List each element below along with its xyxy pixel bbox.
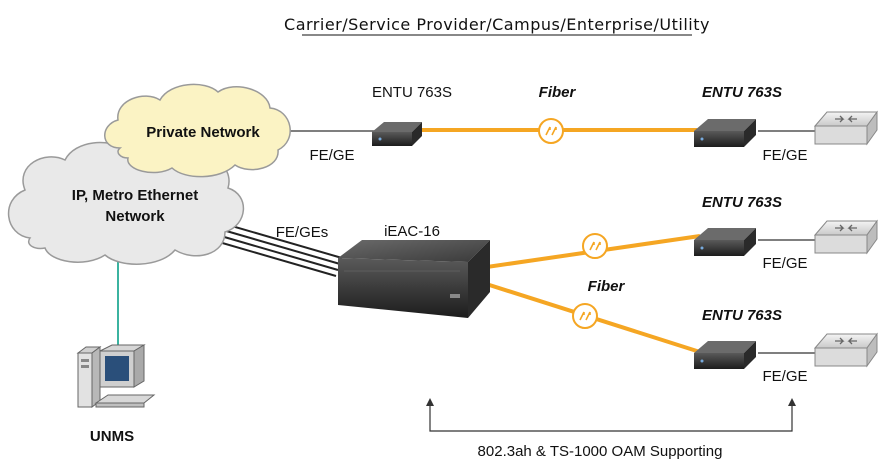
ieac-16-label: iEAC-16 [384,223,440,240]
fe-ge-bottom-right-label: FE/GE [762,368,807,385]
switch-icon [813,110,878,146]
entu-mid-right-label: ENTU 763S [702,194,782,211]
entu-top-left-label: ENTU 763S [372,84,452,101]
fe-ge-top-right-label: FE/GE [762,147,807,164]
fiber-top-label: Fiber [539,84,577,101]
fiber-optic-icon [572,303,598,329]
media-converter-icon [694,341,756,369]
fe-ge-top-left-label: FE/GE [309,147,354,164]
workstation-icon [76,344,156,408]
entu-bottom-right-label: ENTU 763S [702,307,782,324]
entu-top-right-label: ENTU 763S [702,84,782,101]
private-network-cloud-icon [104,83,291,178]
arrow-up-icon [788,398,796,406]
oam-support-label: 802.3ah & TS-1000 OAM Supporting [478,443,723,460]
switch-icon [813,219,878,255]
media-converter-icon [372,122,422,146]
diagram-title: Carrier/Service Provider/Campus/Enterpri… [284,15,710,34]
media-converter-icon [694,119,756,147]
arrow-up-icon [426,398,434,406]
fiber-optic-icon [538,118,564,144]
oam-bracket [429,404,793,432]
fiber-mid-label: Fiber [588,278,626,295]
fiber-optic-icon [582,233,608,259]
switch-icon [813,332,878,368]
fe-ges-bundle [211,221,343,277]
private-network-label: Private Network [146,124,260,141]
chassis-icon [338,240,490,318]
ip-network-label-line2: Network [105,208,165,225]
media-converter-icon [694,228,756,256]
unms-label: UNMS [90,428,134,445]
fe-ge-mid-right-label: FE/GE [762,255,807,272]
ip-network-label-line1: IP, Metro Ethernet [72,187,198,204]
fe-ges-label: FE/GEs [276,224,329,241]
